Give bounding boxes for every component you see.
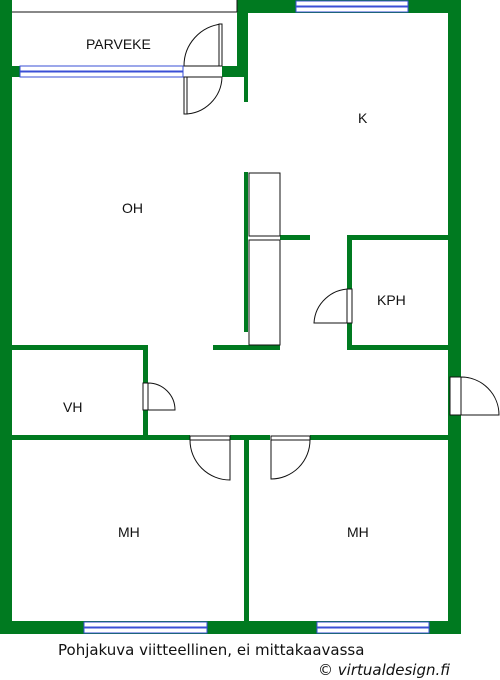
wall-right [448,0,461,634]
copyright-site: virtualdesign.fi [337,661,450,679]
door-mh-left [189,435,231,481]
closets [248,172,281,346]
wall-corridor-bottom-a [12,435,190,440]
wall-corridor-bottom-c [310,435,448,440]
room-labels: PARVEKE K OH KPH VH MH MH [63,36,406,540]
room-label-makuuhuone-2: MH [347,524,369,540]
door-mh-right [270,435,311,480]
wall-vh-top [12,345,148,350]
copyright-symbol: © [318,661,333,679]
wall-bedrooms-divider [244,435,249,625]
window-top-kitchen [295,0,409,13]
door-vh [142,382,176,411]
doors [142,23,500,481]
door-kph [313,288,353,324]
wall-balcony-left [0,66,20,77]
wall-oh-bottom [213,345,280,350]
room-label-olohuone: OH [122,200,143,216]
room-label-makuuhuone-1: MH [118,524,140,540]
room-label-vaatehuone: VH [63,399,82,415]
wall-partition-vertical [244,172,248,332]
door-entrance [449,376,500,416]
window-balcony [19,65,184,78]
closet-upper [248,172,281,237]
window-bottom-right [316,621,430,634]
wall-corridor-bottom-b [230,435,270,440]
room-label-keittio: K [358,110,368,126]
wall-kph-top [347,235,448,240]
wall-left [0,0,12,634]
copyright-line: © virtualdesign.fi [318,661,450,679]
wall-partition-stub [280,235,310,240]
door-balcony-upper [183,23,223,67]
wall-kph-bottom [347,345,448,350]
room-label-kylpyhuone: KPH [377,292,406,308]
wall-vh-right-lower [143,410,148,440]
door-balcony-lower [183,76,223,115]
wall-vh-right-upper [143,345,148,383]
floor-plan-drawing: PARVEKE K OH KPH VH MH MH [0,0,500,634]
wall-kitchen-left-upper [237,0,248,76]
wall-kitchen-left-stub [244,76,248,102]
exterior-walls [0,0,461,634]
balcony-outline [12,0,238,13]
closet-lower [248,239,281,346]
windows [19,0,430,634]
window-bottom-left [83,621,208,634]
wall-balcony-right [222,66,248,77]
room-label-parveke: PARVEKE [86,36,151,52]
plan-disclaimer: Pohjakuva viitteellinen, ei mittakaavass… [58,641,365,659]
